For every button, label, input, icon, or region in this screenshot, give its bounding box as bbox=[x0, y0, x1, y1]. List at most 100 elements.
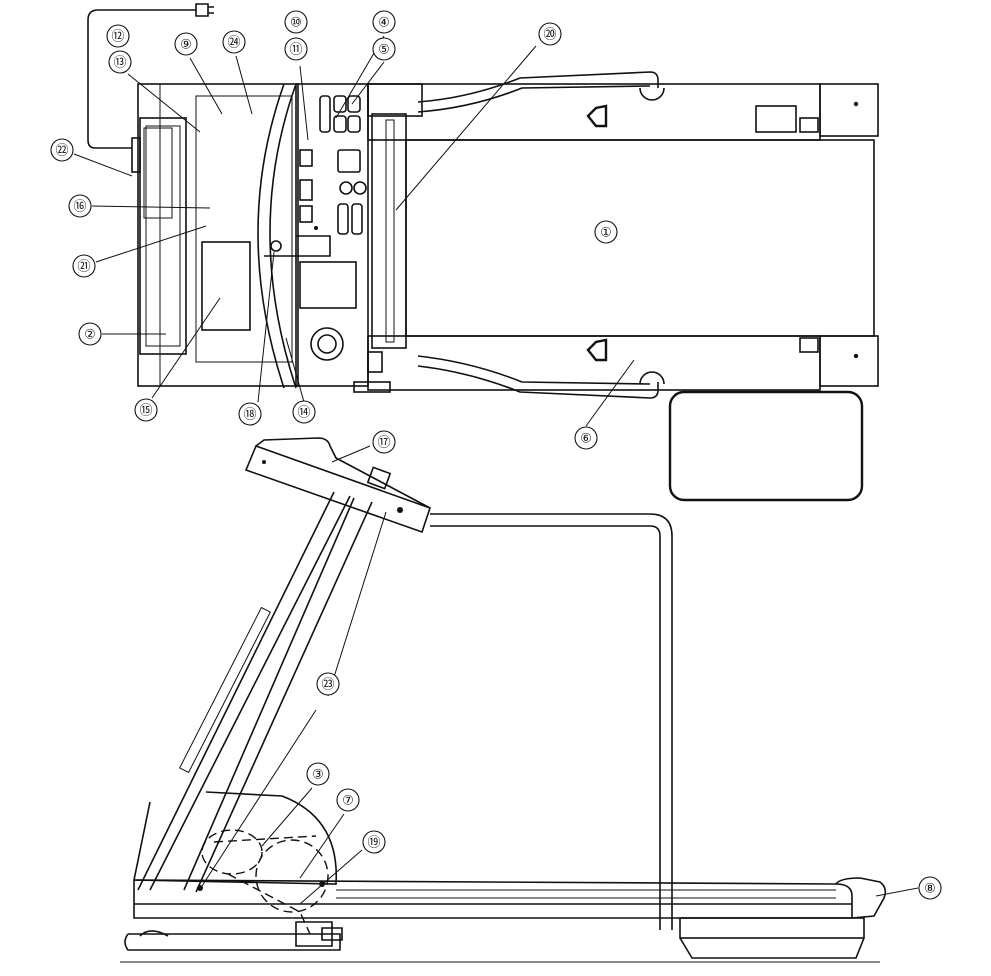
leader-lines bbox=[73, 35, 919, 905]
callout-circle bbox=[174, 32, 198, 56]
motor-dashed bbox=[201, 829, 263, 875]
callout-number: ⑳ bbox=[543, 28, 556, 43]
callout-number: ② bbox=[84, 328, 96, 343]
callout-5: ⑤ bbox=[372, 37, 396, 61]
callout-number: ⑮ bbox=[139, 404, 152, 419]
accessory-tray bbox=[299, 261, 357, 309]
console-key bbox=[299, 179, 313, 201]
rear-endcap-bottom bbox=[819, 335, 879, 387]
callout-number: ⑲ bbox=[367, 836, 380, 851]
leader-14 bbox=[285, 337, 305, 403]
console-bottom-frame bbox=[264, 235, 331, 257]
base-bracket bbox=[295, 921, 343, 947]
callout-17: ⑰ bbox=[372, 430, 396, 454]
drive-belt-cover bbox=[139, 117, 187, 355]
console-frame bbox=[295, 83, 369, 387]
callout-number: ⑨ bbox=[180, 38, 192, 53]
rail-notch-top bbox=[639, 87, 665, 101]
callout-circle bbox=[238, 402, 262, 426]
callout-circle bbox=[538, 22, 562, 46]
hood-bolt bbox=[197, 885, 203, 891]
callout-circle bbox=[222, 30, 246, 54]
leader-6 bbox=[585, 359, 635, 427]
leader-22 bbox=[73, 153, 133, 177]
rear-endcap-side bbox=[835, 877, 887, 919]
incline-knob-center bbox=[317, 334, 337, 354]
motor-cover-inner bbox=[195, 95, 293, 363]
callout-14: ⑭ bbox=[292, 400, 316, 424]
console-button-group bbox=[264, 95, 367, 257]
callout-number: ⑱ bbox=[243, 408, 256, 423]
console-button bbox=[319, 95, 331, 133]
deck-rail-top bbox=[367, 83, 821, 141]
leader-20 bbox=[395, 45, 537, 211]
callout-number: ⑩ bbox=[290, 16, 302, 31]
leader-5 bbox=[351, 61, 385, 105]
leader-15 bbox=[151, 297, 221, 399]
callout-number: ④ bbox=[378, 16, 390, 31]
callout-circle bbox=[594, 220, 618, 244]
console-arch bbox=[257, 83, 297, 389]
console-button bbox=[337, 203, 349, 235]
callout-number: ㉔ bbox=[227, 36, 240, 51]
console-button bbox=[351, 203, 363, 235]
leader-16 bbox=[91, 205, 211, 209]
leader-24 bbox=[235, 55, 253, 115]
deck-side bbox=[133, 879, 853, 919]
post-foot bbox=[353, 381, 391, 393]
console-dot bbox=[314, 226, 318, 230]
base-frame bbox=[124, 933, 341, 951]
callout-19: ⑲ bbox=[362, 830, 386, 854]
leader-7 bbox=[299, 813, 345, 879]
callout-circle bbox=[134, 398, 158, 422]
console-display bbox=[337, 149, 361, 173]
callout-number: ③ bbox=[312, 768, 324, 783]
leader-17 bbox=[331, 445, 371, 463]
handrail-top bbox=[417, 71, 659, 113]
callout-circle bbox=[284, 37, 308, 61]
flywheel-dashed bbox=[255, 839, 329, 913]
callout-number: ⑰ bbox=[377, 436, 390, 451]
rear-leveler bbox=[679, 917, 865, 939]
callout-20: ⑳ bbox=[538, 22, 562, 46]
safety-key-slot bbox=[270, 240, 282, 252]
motor-housing bbox=[137, 83, 299, 387]
callout-21: ㉑ bbox=[72, 254, 96, 278]
callout-number: ① bbox=[600, 226, 612, 241]
callout-9: ⑨ bbox=[174, 32, 198, 56]
fuse-panel bbox=[143, 127, 173, 219]
drive-belt-dashed bbox=[213, 835, 317, 935]
callout-number: ㉓ bbox=[321, 678, 334, 693]
leader-19 bbox=[299, 849, 363, 905]
callout-circle bbox=[108, 50, 132, 74]
endcap-bolt bbox=[853, 101, 859, 107]
post-clamp bbox=[367, 351, 383, 373]
callout-7: ⑦ bbox=[336, 788, 360, 812]
leader-3 bbox=[261, 787, 313, 847]
upright-rear-edge bbox=[183, 497, 373, 893]
callout-number: ⑤ bbox=[378, 43, 390, 58]
callout-3: ③ bbox=[306, 762, 330, 786]
foot-mark-bottom bbox=[586, 338, 608, 362]
callout-circle bbox=[306, 762, 330, 786]
callout-23: ㉓ bbox=[316, 672, 340, 696]
upright-post-top bbox=[371, 113, 407, 349]
post-clamp bbox=[367, 83, 423, 117]
callout-number: ⑬ bbox=[113, 56, 126, 71]
motor-hood-side bbox=[133, 791, 338, 885]
leader-8 bbox=[875, 887, 919, 897]
callout-circle bbox=[336, 788, 360, 812]
upright-slot bbox=[179, 606, 271, 774]
callout-13: ⑬ bbox=[108, 50, 132, 74]
handrail-bottom bbox=[417, 355, 659, 399]
callout-number: ⑯ bbox=[73, 200, 86, 215]
callout-15: ⑮ bbox=[134, 398, 158, 422]
callout-12: ⑫ bbox=[106, 24, 130, 48]
callout-2: ② bbox=[78, 322, 102, 346]
callout-circle bbox=[372, 10, 396, 34]
callout-4: ④ bbox=[372, 10, 396, 34]
console-pivot bbox=[397, 507, 403, 513]
callout-circle bbox=[316, 672, 340, 696]
